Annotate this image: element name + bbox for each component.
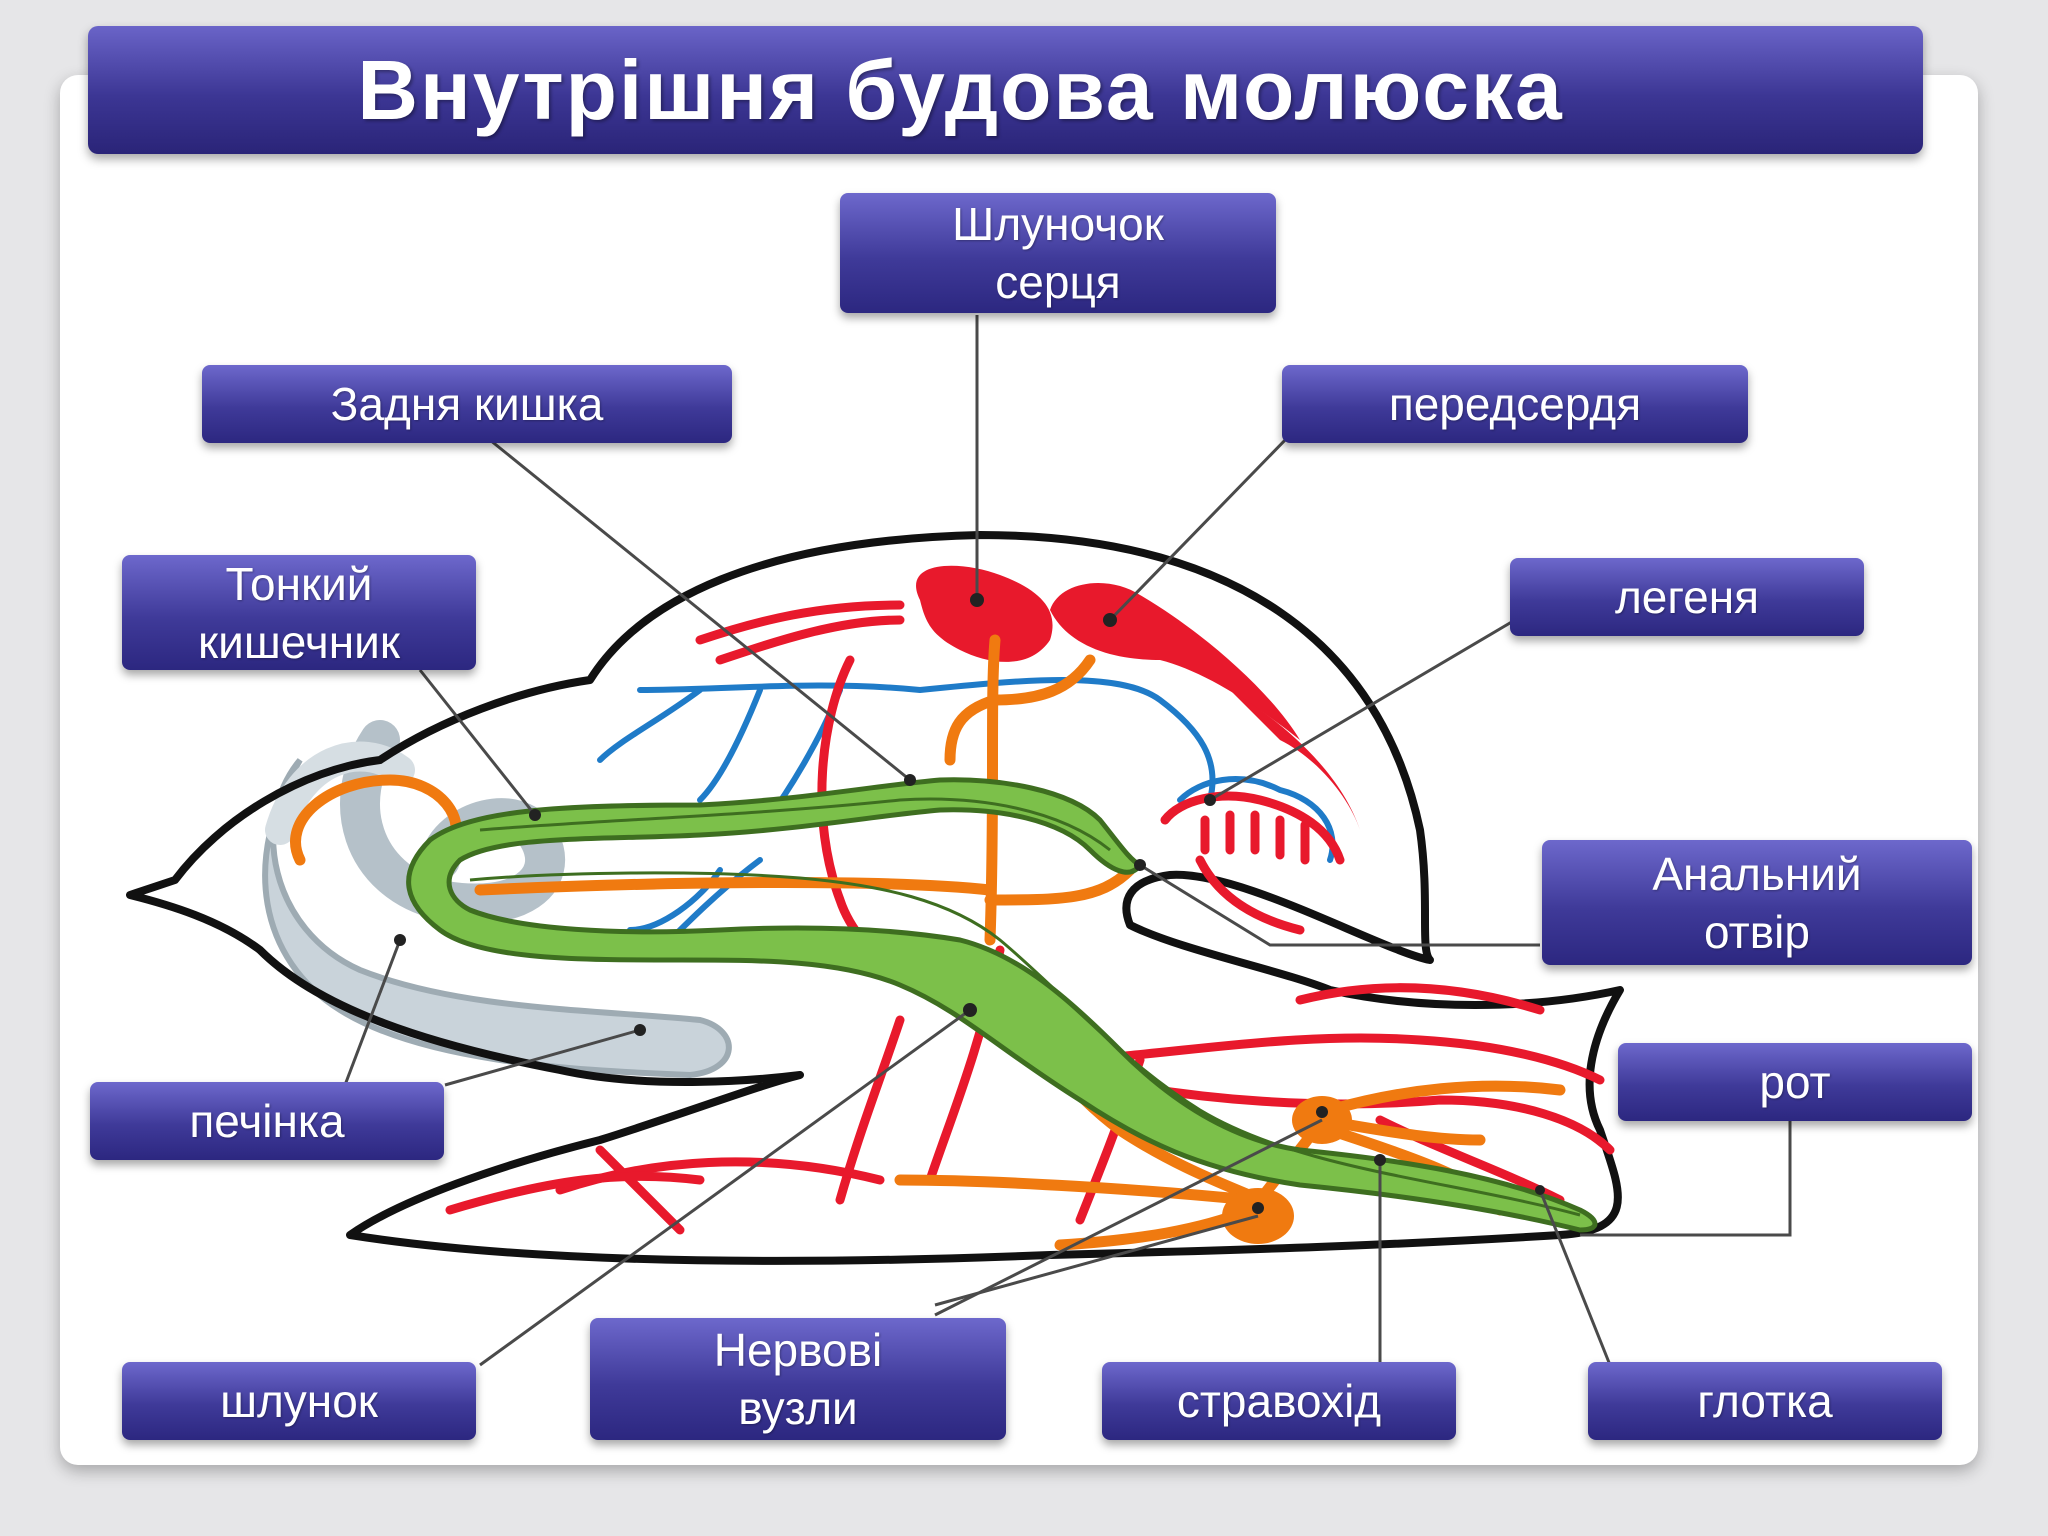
label-esophagus: стравохід xyxy=(1102,1362,1456,1440)
label-pharynx: глотка xyxy=(1588,1362,1942,1440)
label-ventricle: Шлуночок серця xyxy=(840,193,1276,313)
label-small-intestine: Тонкий кишечник xyxy=(122,555,476,670)
label-hindgut: Задня кишка xyxy=(202,365,732,443)
label-stomach: шлунок xyxy=(122,1362,476,1440)
label-nerve-ganglia: Нервові вузли xyxy=(590,1318,1006,1440)
label-atrium: передсердя xyxy=(1282,365,1748,443)
label-mouth: рот xyxy=(1618,1043,1972,1121)
label-anus: Анальний отвір xyxy=(1542,840,1972,965)
label-lung: легеня xyxy=(1510,558,1864,636)
label-liver: печінка xyxy=(90,1082,444,1160)
